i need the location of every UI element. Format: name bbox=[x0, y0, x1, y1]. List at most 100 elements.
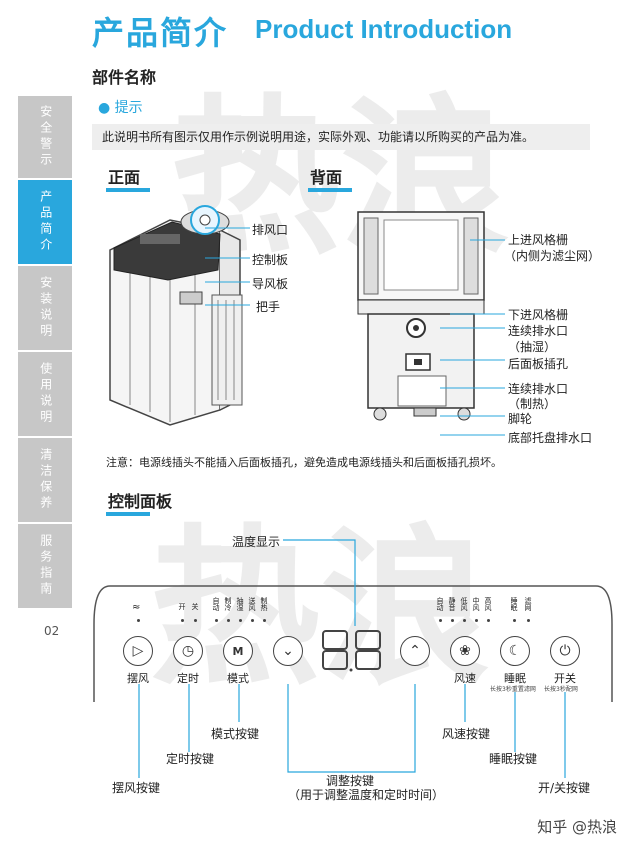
label-rear-socket: 后面板插孔 bbox=[508, 357, 569, 371]
sidebar-item-label: 清洁保养 bbox=[38, 448, 53, 512]
label-bottom-drain: 底部托盘排水口 bbox=[508, 431, 593, 445]
sidebar-item-label: 安装说明 bbox=[38, 276, 53, 340]
mode-button[interactable]: M bbox=[223, 636, 253, 666]
indicator-dot bbox=[251, 619, 254, 622]
tip-label: 提示 bbox=[114, 100, 143, 116]
indicator-mode-dry: 抽湿 bbox=[236, 597, 244, 613]
control-callout-lines bbox=[138, 539, 566, 778]
sidebar-item-label: 使用说明 bbox=[38, 362, 53, 426]
label-drain-heating: 连续排水口 bbox=[508, 382, 569, 396]
sleep-sub-label: 长按3秒重置滤网 bbox=[490, 686, 536, 693]
indicator-on: 开 bbox=[178, 603, 186, 611]
back-title: 背面 bbox=[310, 168, 343, 187]
back-unit-illustration bbox=[357, 211, 485, 421]
indicator-dot bbox=[227, 619, 230, 622]
back-callout-lines bbox=[440, 239, 505, 436]
credit-watermark: 知乎 @热浪 bbox=[537, 818, 617, 836]
fan-speed-button[interactable]: ❀ bbox=[450, 636, 480, 666]
indicator-mode-cool: 制冷 bbox=[224, 597, 232, 613]
mode-label: 模式 bbox=[227, 672, 249, 685]
chevron-up-icon: ⌃ bbox=[409, 643, 421, 659]
wifi-icon: ≈ bbox=[132, 602, 141, 613]
indicator-dot bbox=[527, 619, 530, 622]
sidebar-item-usage[interactable]: 使用说明 bbox=[18, 352, 72, 436]
sidebar-item-label: 产品简介 bbox=[38, 190, 53, 254]
page-title-en: Product Introduction bbox=[255, 14, 513, 44]
notice-bar: 此说明书所有图示仅用作示例说明用途，实际外观、功能请以所购买的产品为准。 bbox=[92, 124, 590, 150]
chevron-down-icon: ⌄ bbox=[282, 643, 294, 659]
indicator-fan-high: 高风 bbox=[484, 597, 492, 613]
section-subtitle: 部件名称 bbox=[92, 68, 157, 87]
indicator-mode-heat: 制热 bbox=[260, 597, 268, 613]
front-callout-lines bbox=[205, 227, 250, 306]
power-button[interactable]: ⏻ bbox=[550, 636, 580, 666]
indicator-mode-fan: 送风 bbox=[248, 597, 256, 613]
sidebar-item-install[interactable]: 安装说明 bbox=[18, 266, 72, 350]
label-handle: 把手 bbox=[256, 300, 281, 314]
callout-adjust-note: （用于调整温度和定时时间） bbox=[288, 788, 445, 802]
indicator-mode-auto: 自动 bbox=[212, 597, 220, 613]
label-caster: 脚轮 bbox=[508, 412, 533, 426]
label-upper-grille: 上进风格栅 bbox=[508, 233, 569, 247]
label-drain-dehumidify-note: （抽湿） bbox=[508, 340, 557, 354]
label-control-board: 控制板 bbox=[252, 253, 289, 267]
indicator-sleep: 睡眠 bbox=[510, 597, 518, 613]
up-button[interactable]: ⌃ bbox=[400, 636, 430, 666]
power-label: 开关 bbox=[554, 672, 576, 685]
indicator-dot bbox=[513, 619, 516, 622]
callout-mode: 模式按键 bbox=[211, 727, 260, 741]
mode-icon: M bbox=[232, 644, 244, 658]
down-button[interactable]: ⌄ bbox=[273, 636, 303, 666]
label-drain-dehumidify: 连续排水口 bbox=[508, 324, 569, 338]
indicator-dot bbox=[137, 619, 140, 622]
label-filter-note: （内侧为滤尘网） bbox=[504, 249, 601, 263]
callout-sleep: 睡眠按键 bbox=[489, 752, 538, 766]
lightbulb-icon: ● bbox=[98, 100, 111, 116]
power-sub-label: 长按3秒配网 bbox=[544, 686, 578, 693]
indicator-filter: 滤网 bbox=[524, 597, 532, 613]
page-number: 02 bbox=[44, 624, 60, 638]
swing-label: 摆风 bbox=[127, 672, 149, 685]
timer-button[interactable]: ◷ bbox=[173, 636, 203, 666]
sidebar-item-intro[interactable]: 产品简介 bbox=[18, 180, 72, 264]
callout-timer: 定时按键 bbox=[166, 752, 215, 766]
swing-icon: ▷ bbox=[132, 643, 144, 659]
indicator-fan-auto: 自动 bbox=[436, 597, 444, 613]
callout-fan: 风速按键 bbox=[442, 727, 491, 741]
callout-adjust: 调整按键 bbox=[326, 774, 375, 788]
sidebar-item-cleaning[interactable]: 清洁保养 bbox=[18, 438, 72, 522]
sidebar-item-service[interactable]: 服务指南 bbox=[18, 524, 72, 608]
sidebar-item-safety[interactable]: 安全警示 bbox=[18, 96, 72, 178]
indicator-dot bbox=[181, 619, 184, 622]
indicator-fan-mid: 中风 bbox=[472, 597, 480, 613]
indicator-dot bbox=[263, 619, 266, 622]
back-title-underline bbox=[308, 188, 352, 192]
swing-button[interactable]: ▷ bbox=[123, 636, 153, 666]
timer-label: 定时 bbox=[177, 672, 199, 685]
tip-heading: ● 提示 bbox=[98, 97, 143, 117]
indicator-fan-quiet: 静音 bbox=[448, 597, 456, 613]
fan-icon: ❀ bbox=[459, 643, 471, 659]
warning-note: 注意：电源线插头不能插入后面板插孔，避免造成电源线插头和后面板插孔损坏。 bbox=[106, 456, 502, 469]
clock-icon: ◷ bbox=[181, 643, 195, 659]
fan-speed-label: 风速 bbox=[454, 672, 476, 685]
front-unit-illustration bbox=[109, 205, 243, 426]
indicator-dot bbox=[463, 619, 466, 622]
indicator-off: 关 bbox=[191, 603, 199, 611]
label-louver: 导风板 bbox=[252, 277, 289, 291]
sidebar-item-label: 服务指南 bbox=[38, 534, 53, 598]
label-exhaust: 排风口 bbox=[252, 223, 289, 237]
front-title-underline bbox=[106, 188, 150, 192]
label-lower-grille: 下进风格栅 bbox=[508, 308, 569, 322]
indicator-dot bbox=[487, 619, 490, 622]
sleep-button[interactable]: ☾ bbox=[500, 636, 530, 666]
sidebar-item-label: 安全警示 bbox=[38, 105, 53, 169]
callout-power: 开/关按键 bbox=[538, 781, 591, 795]
label-drain-heating-note: （制热） bbox=[508, 397, 557, 411]
label-temp-display: 温度显示 bbox=[232, 535, 281, 549]
control-title-underline bbox=[106, 512, 150, 516]
control-title: 控制面板 bbox=[108, 492, 173, 511]
indicator-dot bbox=[239, 619, 242, 622]
indicator-dot bbox=[194, 619, 197, 622]
indicator-dot bbox=[451, 619, 454, 622]
